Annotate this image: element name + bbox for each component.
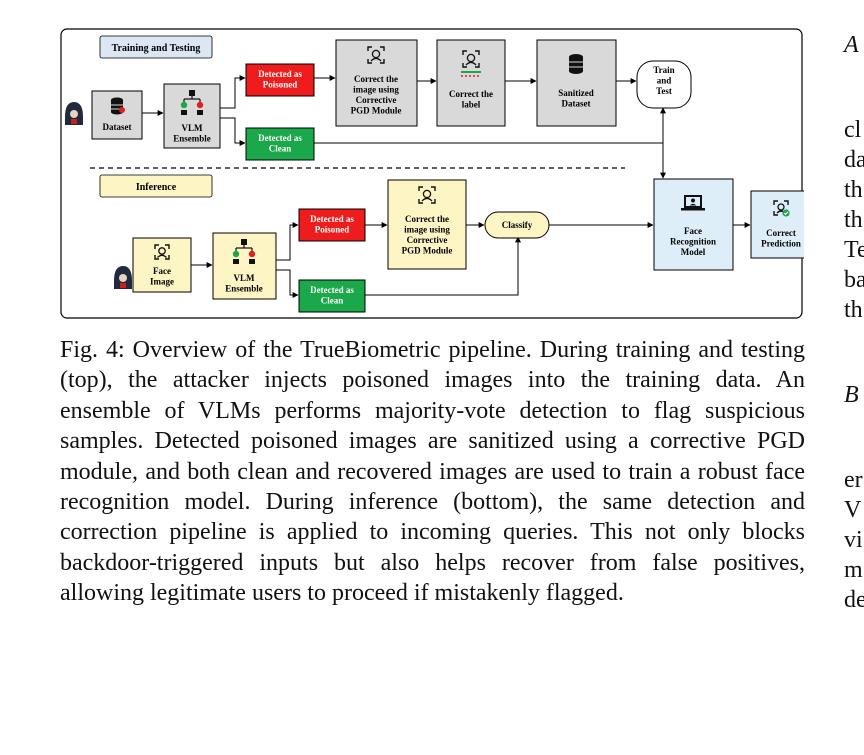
right-col-line: V — [844, 497, 862, 523]
face-image-box — [132, 237, 192, 293]
right-col-line: ba — [844, 267, 864, 293]
laptop-face-icon — [681, 195, 705, 211]
poisoned-top-box — [245, 63, 315, 97]
sanitized-dataset-box — [536, 39, 617, 127]
right-col-line: m — [844, 557, 863, 583]
connectors — [142, 75, 751, 298]
clean-bottom-box — [298, 279, 366, 313]
face-recognition-model-box — [653, 178, 734, 271]
right-col-line: th — [844, 297, 863, 323]
caption-text: Fig. 4: Overview of the TrueBiometric pi… — [60, 337, 805, 607]
right-col-line: da — [844, 147, 864, 173]
inference-label-box — [99, 174, 213, 198]
poisoned-bottom-box — [298, 208, 366, 242]
right-col-line: vi — [844, 527, 863, 553]
attacker-bottom-icon — [114, 266, 132, 289]
right-col-line: th — [844, 207, 863, 233]
pipeline-figure: Training and Testing Inference — [60, 28, 804, 320]
sanitized-database-icon — [569, 54, 583, 74]
train-test-box — [636, 60, 692, 109]
ensemble-tree-icon — [180, 90, 204, 115]
right-col-line: A — [844, 32, 859, 58]
classify-box — [484, 211, 550, 239]
correct-image-top-box — [335, 39, 418, 127]
training-label-box — [99, 35, 213, 59]
right-col-line: de — [844, 587, 864, 613]
right-col-line: Te — [844, 237, 864, 263]
attacker-top-icon — [65, 102, 83, 125]
right-col-line: er — [844, 467, 863, 493]
training-label: Training and Testing — [112, 43, 201, 54]
right-col-line: th — [844, 177, 863, 203]
face-scan-icon — [367, 46, 385, 64]
dataset-label: Dataset — [103, 122, 132, 132]
right-col-line: B — [844, 382, 859, 408]
pipeline-diagram: Training and Testing Inference — [60, 28, 804, 319]
face-scan-icon-bottom — [418, 186, 436, 204]
inference-label: Inference — [136, 182, 177, 193]
right-col-line: cl — [844, 117, 862, 143]
figure-caption: Fig. 4: Overview of the TrueBiometric pi… — [60, 335, 805, 609]
correct-image-bottom-box — [387, 179, 467, 270]
face-image-icon — [154, 244, 170, 260]
correct-label-box — [436, 39, 506, 127]
clean-top-box — [245, 127, 315, 161]
database-icon — [111, 97, 125, 115]
classify-label: Classify — [502, 220, 533, 230]
correct-prediction-box — [750, 190, 804, 259]
label-correction-icon — [461, 50, 481, 77]
verified-face-icon — [773, 200, 790, 217]
ensemble-tree-icon-bottom — [232, 239, 256, 264]
